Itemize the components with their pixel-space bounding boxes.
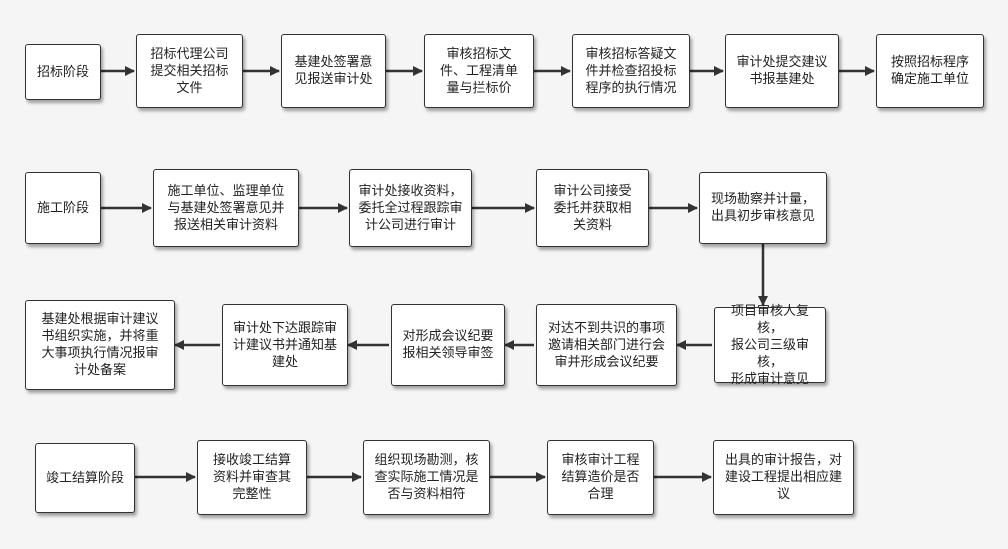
settlement-step-1: 接收竣工结算 资料并审查其 完整性	[197, 440, 307, 515]
bidding-step-5: 审计处提交建议 书报基建处	[725, 34, 839, 108]
construction-step-9: 基建处根据审计建议 书组织实施，并将重 大事项执行情况报审 计处备案	[25, 300, 175, 390]
stage-label-construction: 施工阶段	[25, 172, 101, 244]
construction-step-4: 现场勘察并计量， 出具初步审核意见	[699, 172, 827, 244]
stage-label-settlement: 竣工结算阶段	[35, 443, 135, 513]
bidding-step-2: 基建处签署意 见报送审计处	[281, 34, 386, 108]
bidding-step-1: 招标代理公司 提交相关招标 文件	[136, 34, 243, 108]
construction-step-3: 审计公司接受 委托并获取相 关资料	[536, 169, 649, 247]
construction-step-2: 审计处接收资料， 委托全过程跟踪审 计公司进行审计	[349, 169, 472, 247]
bidding-step-3: 审核招标文 件、工程清单 量与拦标价	[424, 34, 534, 108]
construction-step-8: 审计处下达跟踪审 计建议书并通知基 建处	[222, 304, 348, 386]
construction-step-7: 对形成会议纪要 报相关领导审签	[391, 304, 505, 386]
construction-step-1: 施工单位、监理单位 与基建处签署意见并 报送相关审计资料	[153, 169, 299, 247]
settlement-step-4: 出具的审计报告，对 建设工程提出相应建 议	[713, 440, 854, 515]
bidding-step-4: 审核招标答疑文 件并检查招投标 程序的执行情况	[572, 34, 690, 108]
construction-step-6: 对达不到共识的事项 邀请相关部门进行会 审并形成会议纪要	[536, 304, 677, 386]
construction-step-5: 项目审核人复核， 报公司三级审核， 形成审计意见	[714, 304, 826, 387]
bidding-step-6: 按照招标程序 确定施工单位	[876, 34, 984, 108]
settlement-step-3: 审核审计工程 结算造价是否 合理	[547, 440, 654, 515]
stage-label-bidding: 招标阶段	[25, 44, 101, 100]
settlement-step-2: 组织现场勘测，核 查实际施工情况是 否与资料相符	[363, 440, 490, 515]
